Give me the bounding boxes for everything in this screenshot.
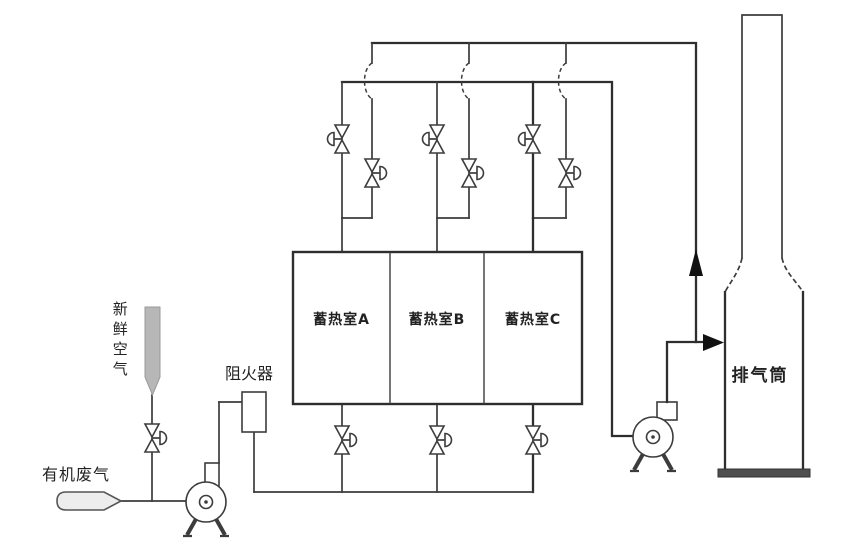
chamber-a-label: 蓄热室A <box>313 312 370 328</box>
chamber-c-label: 蓄热室C <box>504 312 562 328</box>
waste-gas-fan <box>181 480 231 538</box>
pipe-top-valve-risers <box>341 42 567 254</box>
pipe-fan-discharge <box>665 340 705 404</box>
exhaust-train <box>628 249 724 473</box>
flow-arrow-up <box>689 249 703 276</box>
bottom-valve-a <box>334 425 358 455</box>
flame-arrester-body <box>241 391 267 433</box>
top-valve-b2 <box>461 158 485 188</box>
chamber-box <box>291 250 584 406</box>
bottom-valve-b <box>429 425 453 455</box>
fresh-air-arrow <box>144 306 161 397</box>
bottom-valve-c <box>525 425 549 455</box>
pipe-crossing-hop <box>460 62 470 100</box>
waste-gas-capsule <box>56 491 123 511</box>
exhaust-stack <box>717 14 811 478</box>
exhaust-fan-outlet-duct <box>656 401 678 421</box>
top-valve-a2 <box>364 158 388 188</box>
pipe-exhaust-manifold <box>340 80 634 438</box>
top-valve-a1 <box>326 124 350 154</box>
stack-body <box>723 290 805 471</box>
top-valve-b1 <box>421 124 445 154</box>
organic-waste-gas-label: 有机废气 <box>42 465 111 484</box>
pipe-bottom-valve-risers <box>253 402 535 494</box>
stack-flare-right <box>781 257 804 293</box>
pipe-crossing-hop <box>557 62 567 100</box>
exhaust-fan <box>628 415 678 473</box>
top-valve-c2 <box>558 158 582 188</box>
top-valve-c1 <box>517 124 541 154</box>
fresh-air-label: 新鲜空气 <box>110 301 129 381</box>
stack-base <box>717 468 811 478</box>
fresh-air-valve <box>144 423 168 453</box>
stack-neck <box>741 14 783 259</box>
flow-arrow-to-stack <box>703 334 724 351</box>
stack-flare-left <box>724 257 743 293</box>
waste-gas-inlet-train <box>56 306 267 538</box>
pipe-crossing-hop <box>363 62 373 100</box>
exhaust-stack-label: 排气筒 <box>731 366 789 386</box>
flame-arrester-label: 阻火器 <box>224 364 273 383</box>
chamber-b-label: 蓄热室B <box>408 312 466 328</box>
pipe-purge-manifold <box>370 41 698 344</box>
